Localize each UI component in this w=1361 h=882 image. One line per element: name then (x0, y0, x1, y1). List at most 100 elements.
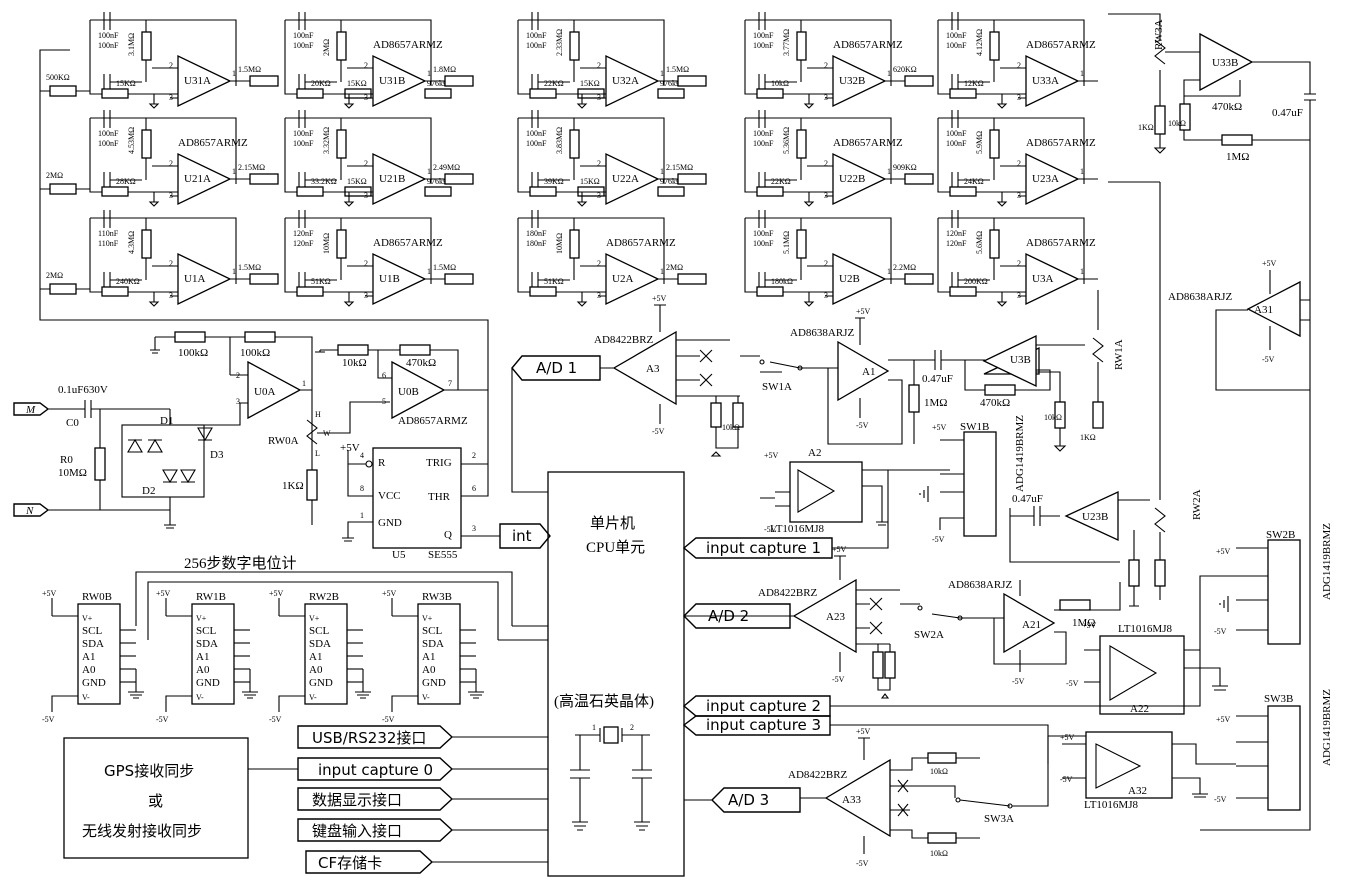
svg-text:LT1016MJ8: LT1016MJ8 (1118, 623, 1172, 635)
cap-bot-label: 100nF (753, 239, 774, 248)
opamp-part: AD8657ARMZ (833, 39, 903, 51)
r-gnd-label: 15KΩ (116, 79, 136, 88)
svg-text:470kΩ: 470kΩ (406, 357, 436, 369)
cap-bot-label: 100nF (98, 41, 119, 50)
svg-text:+5V: +5V (856, 307, 871, 316)
pin-label: 2 (169, 159, 173, 168)
svg-text:GND: GND (378, 517, 402, 529)
digipot-chip-label: RW3B (422, 591, 452, 603)
svg-text:A21: A21 (1022, 619, 1041, 631)
r-out-label: 1.5MΩ (238, 263, 261, 272)
port-display (297, 787, 454, 811)
svg-text:0.47uF: 0.47uF (1272, 107, 1303, 119)
cap-bot-label: 110nF (98, 239, 119, 248)
svg-text:1: 1 (302, 379, 306, 388)
digital-potentiometers: 256步数字电位计 RW0BV+SCLSDAA1A0GNDV-+5V-5VRW1… (42, 555, 548, 724)
r-fb-label: 5.1MΩ (782, 231, 791, 254)
opamp-part: AD8657ARMZ (606, 237, 676, 249)
svg-text:A32: A32 (1128, 785, 1147, 797)
svg-text:Q: Q (444, 529, 452, 541)
pin-label: 2 (1017, 61, 1021, 70)
r-fb-label: 4.53MΩ (127, 127, 136, 154)
r-gnd-label: 51KΩ (311, 277, 331, 286)
resistor (677, 273, 707, 285)
resistor (677, 75, 707, 87)
r-in-label: 2MΩ (46, 171, 63, 180)
digipot-n5v: -5V (269, 715, 282, 724)
r-gnd-label: 22KΩ (771, 177, 791, 186)
pin-label: 1 (660, 267, 664, 276)
digipot-pin: A1 (422, 651, 435, 663)
r-c-label: 976kΩ (660, 177, 682, 186)
opamp (372, 152, 427, 206)
r-out-label: 1.5MΩ (666, 65, 689, 74)
opamp (832, 252, 887, 306)
svg-text:+5V: +5V (1262, 259, 1277, 268)
svg-text:H: H (315, 410, 321, 419)
a32-chip (1085, 731, 1173, 799)
r-fb-label: 2.33MΩ (555, 29, 564, 56)
svg-text:input capture 2: input capture 2 (706, 697, 821, 715)
digipot-n5v: -5V (156, 715, 169, 724)
resistor (989, 129, 1000, 159)
r-gnd-label: 180kΩ (771, 277, 793, 286)
svg-text:ADG1419BRMZ: ADG1419BRMZ (1321, 523, 1333, 600)
digipot-pin: SCL (422, 625, 442, 637)
svg-text:AD8638ARJZ: AD8638ARJZ (790, 327, 854, 339)
cap-bot-label: 100nF (293, 41, 314, 50)
input-terminal-n (13, 503, 50, 517)
diode-icon (162, 469, 178, 484)
svg-text:A2: A2 (808, 447, 821, 459)
cap-bot-label: 100nF (753, 139, 774, 148)
cap-top-label: 100nF (98, 31, 119, 40)
diode-icon (127, 438, 143, 453)
a22-chip (1099, 635, 1185, 715)
svg-text:SW2A: SW2A (914, 629, 944, 641)
cap-top-label: 100nF (98, 129, 119, 138)
digipot-chip (304, 603, 348, 705)
r0-value: 10MΩ (58, 467, 87, 479)
cap-bot-label: 120nF (946, 239, 967, 248)
digipot-vcc: V+ (196, 614, 207, 623)
opamp (605, 54, 660, 108)
u0a-label: U0A (254, 386, 275, 398)
r0-resistor (94, 447, 106, 481)
d3-label: D3 (210, 449, 224, 461)
timer-555: R VCC GND TRIG THR Q U5 SE555 48 12 63 +… (340, 390, 500, 561)
svg-text:6: 6 (382, 371, 386, 380)
svg-text:1: 1 (592, 723, 596, 732)
svg-text:RW3A: RW3A (1153, 19, 1165, 50)
resistor (989, 31, 1000, 61)
svg-text:1KΩ: 1KΩ (1138, 123, 1154, 132)
svg-text:-5V: -5V (1060, 775, 1073, 784)
opamp-label: U32A (612, 75, 639, 87)
svg-text:1: 1 (360, 511, 364, 520)
sw2b-chip (1267, 539, 1301, 645)
pin-label: 2 (1017, 259, 1021, 268)
resistor (756, 286, 784, 297)
svg-text:100kΩ: 100kΩ (178, 347, 208, 359)
chain-1: AD8422BRZ A3 +5V-5V 10kΩ SW1A AD8638ARJZ… (594, 290, 1125, 544)
se555-chip (372, 447, 462, 549)
gps-block: GPS接收同步 或 无线发射接收同步 (63, 737, 249, 859)
resistor (529, 88, 557, 99)
digipot-p5v: +5V (156, 589, 171, 598)
resistor (796, 31, 807, 61)
gps-box (63, 737, 249, 859)
digipot-pin: SCL (309, 625, 329, 637)
digipot-pin: A1 (309, 651, 322, 663)
svg-text:+5V: +5V (1216, 547, 1231, 556)
cap-top-label: 100nF (946, 31, 967, 40)
svg-text:+5V: +5V (856, 727, 871, 736)
svg-text:+5V: +5V (932, 423, 947, 432)
opamp-label: U23A (1032, 173, 1059, 185)
svg-text:-5V: -5V (652, 427, 665, 436)
svg-text:L: L (315, 449, 320, 458)
digipot-pin: SDA (196, 638, 218, 650)
